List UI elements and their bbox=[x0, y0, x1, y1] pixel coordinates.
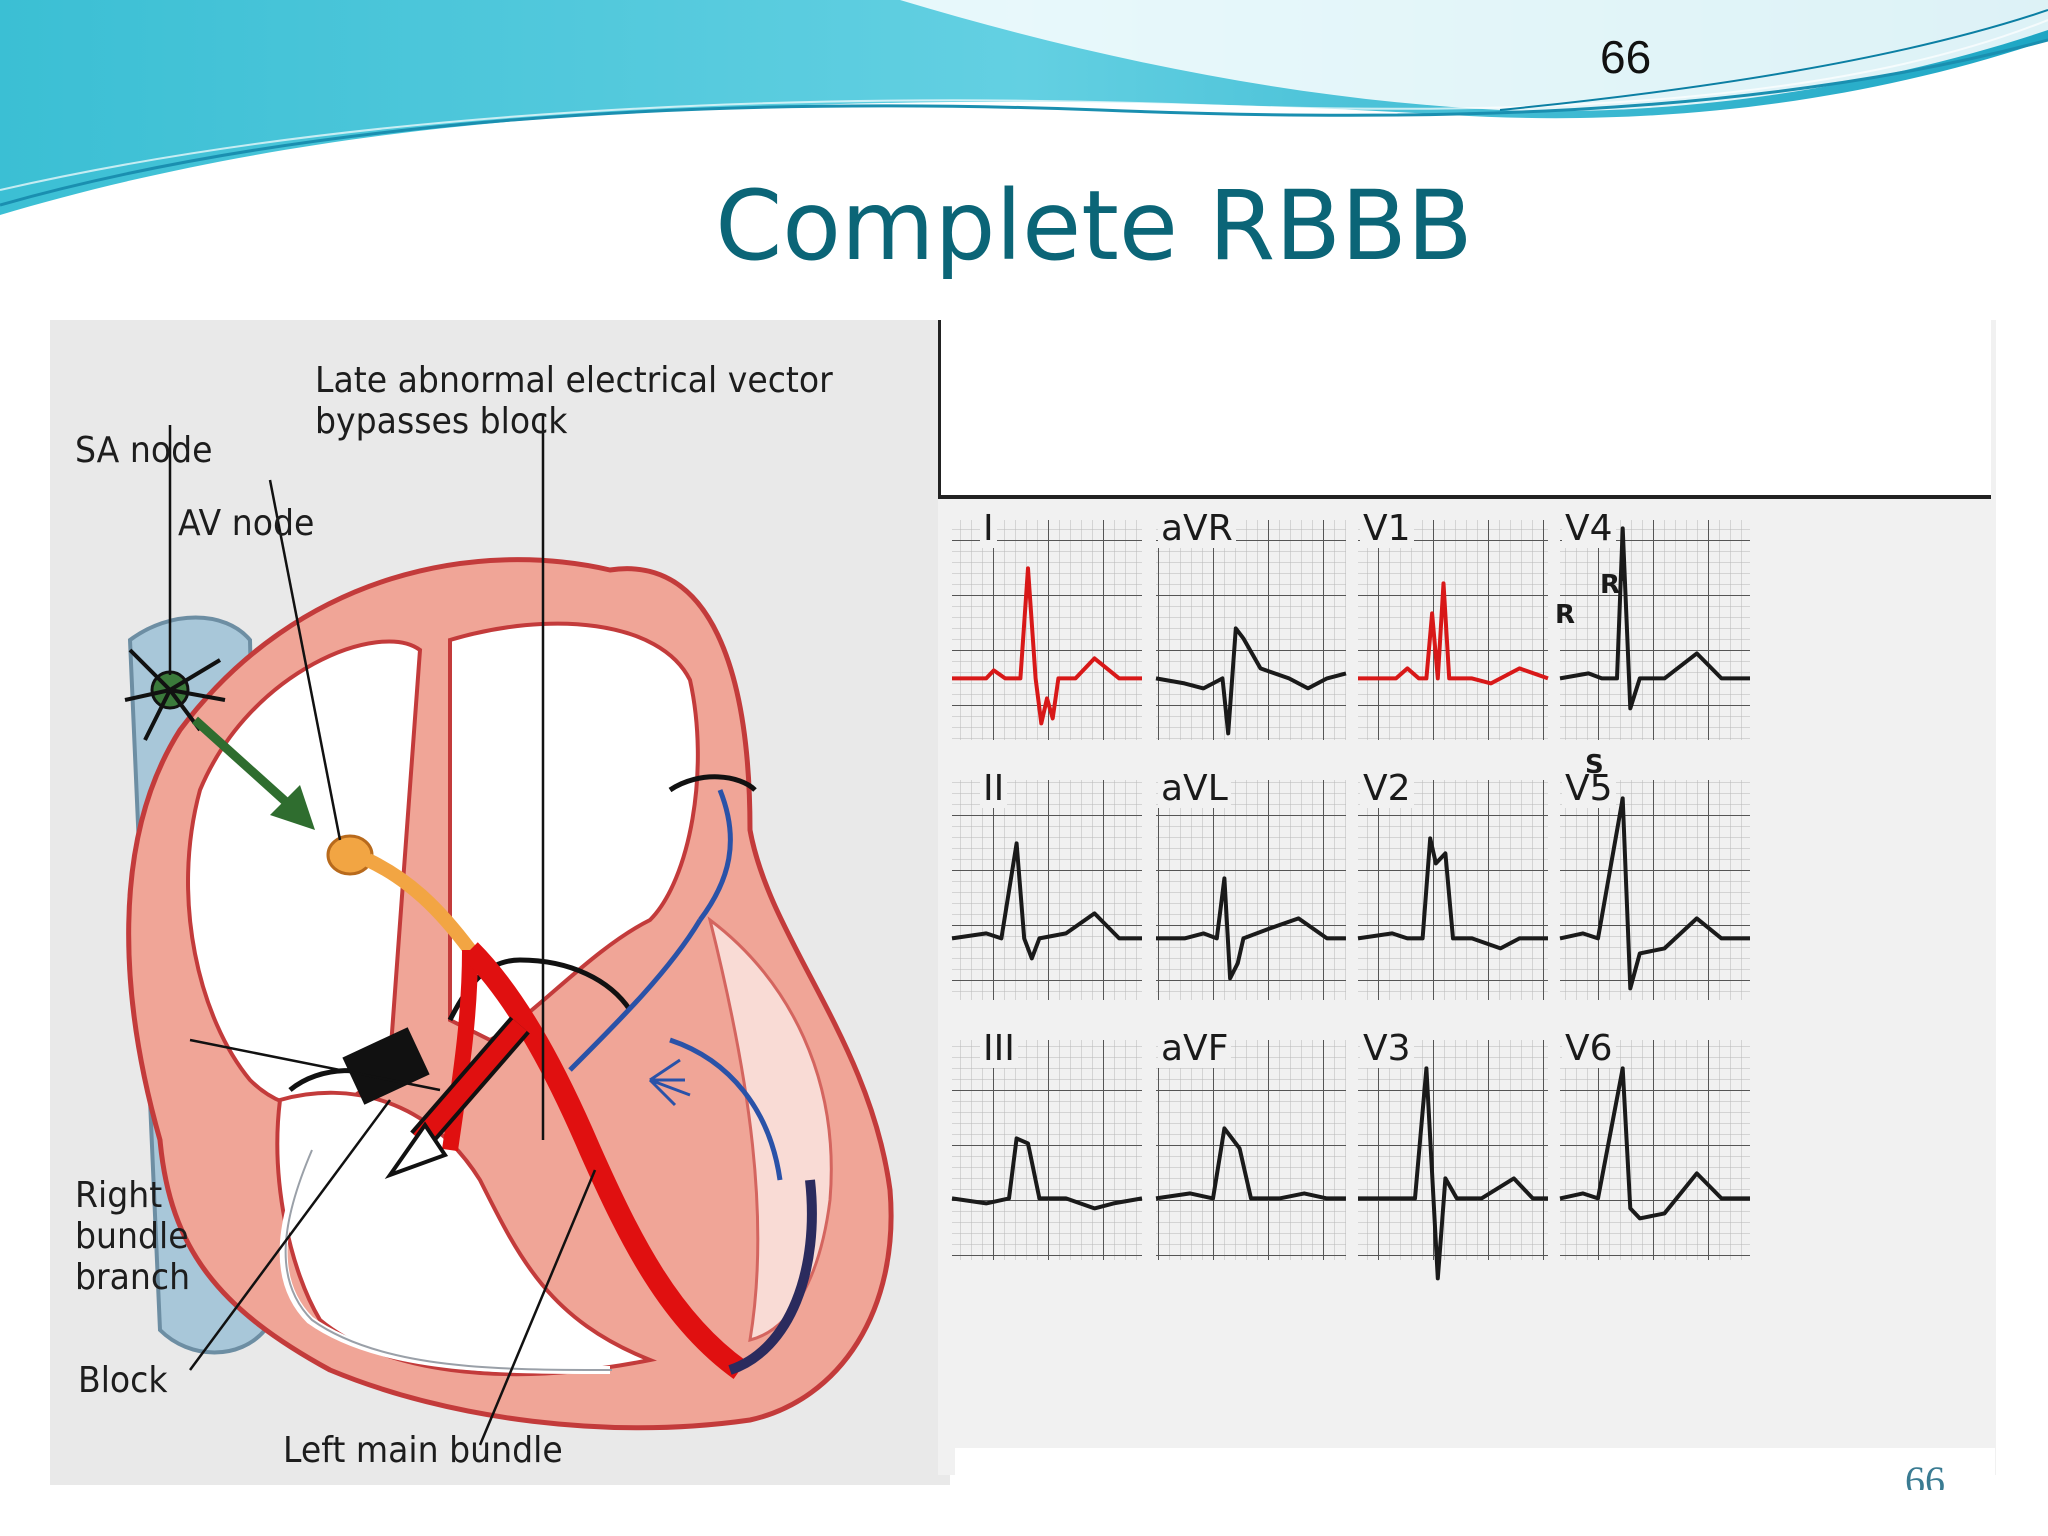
lead-label-v5: V5 bbox=[1562, 770, 1616, 808]
lead-label-avr: aVR bbox=[1158, 510, 1236, 548]
ecg-lead-grid-avr bbox=[1156, 520, 1346, 740]
ecg-lead-grid-iii bbox=[952, 1040, 1142, 1260]
header-wave-decoration bbox=[0, 0, 2048, 215]
footer-page-number: 66 bbox=[1905, 1466, 1945, 1490]
lead-label-avf: aVF bbox=[1158, 1030, 1232, 1068]
r-wave-label: R bbox=[1555, 600, 1576, 630]
ecg-trace-ii bbox=[951, 841, 1142, 961]
ecg-lead-grid-v3 bbox=[1358, 1040, 1548, 1260]
right-bundle-label: Right bundle branch bbox=[75, 1175, 191, 1298]
heart-diagram-panel: Late abnormal electrical vector bypasses… bbox=[50, 320, 950, 1485]
heart-diagram bbox=[124, 415, 894, 1446]
ecg-trace-v3 bbox=[1358, 1066, 1548, 1281]
block-label: Block bbox=[78, 1360, 168, 1401]
ecg-lead-grid-v1 bbox=[1358, 520, 1548, 740]
slide-title: Complete RBBB bbox=[715, 170, 1473, 282]
lead-label-i: I bbox=[980, 510, 997, 548]
ecg-lead-grid-v6 bbox=[1560, 1040, 1750, 1260]
ecg-trace-i bbox=[952, 566, 1142, 726]
ecg-trace-avr bbox=[1155, 626, 1347, 736]
lead-label-avl: aVL bbox=[1158, 770, 1231, 808]
footer-strip bbox=[955, 1448, 1995, 1488]
ecg-trace-avf bbox=[1155, 1126, 1346, 1201]
ecg-trace-v1 bbox=[1358, 581, 1549, 686]
ecg-lead-grid-v2 bbox=[1358, 780, 1548, 1000]
ecg-lead-grid-v5 bbox=[1560, 780, 1750, 1000]
ecg-lead-grid-avl bbox=[1156, 780, 1346, 1000]
ecg-grid bbox=[951, 520, 1750, 1281]
ecg-lead-grid-ii bbox=[952, 780, 1142, 1000]
ecg-trace-v6 bbox=[1559, 1066, 1750, 1221]
ecg-trace-v5 bbox=[1559, 796, 1750, 991]
lead-label-v6: V6 bbox=[1562, 1030, 1616, 1068]
page-number: 66 bbox=[1600, 31, 1652, 83]
ecg-trace-iii bbox=[951, 1136, 1143, 1211]
ecg-header-blank bbox=[938, 320, 1991, 499]
late-vector-label: Late abnormal electrical vector bypasses… bbox=[315, 360, 833, 442]
av-node-label: AV node bbox=[178, 503, 315, 544]
ecg-lead-grid-avf bbox=[1156, 1040, 1346, 1260]
left-main-bundle-label: Left main bundle bbox=[283, 1430, 563, 1471]
lead-label-iii: III bbox=[980, 1030, 1018, 1068]
ecg-trace-avl bbox=[1156, 876, 1346, 981]
lead-label-v2: V2 bbox=[1360, 770, 1414, 808]
lead-label-v1: V1 bbox=[1360, 510, 1414, 548]
r-prime-wave-label: R' bbox=[1600, 570, 1628, 600]
ecg-trace-v4 bbox=[1559, 526, 1750, 711]
ecg-trace-v2 bbox=[1357, 836, 1548, 951]
ecg-lead-grid-v4 bbox=[1560, 520, 1750, 740]
s-wave-label: S bbox=[1585, 750, 1604, 780]
lead-label-v3: V3 bbox=[1360, 1030, 1414, 1068]
lead-label-ii: II bbox=[980, 770, 1008, 808]
lead-label-v4: V4 bbox=[1562, 510, 1616, 548]
sa-node-label: SA node bbox=[75, 430, 213, 471]
